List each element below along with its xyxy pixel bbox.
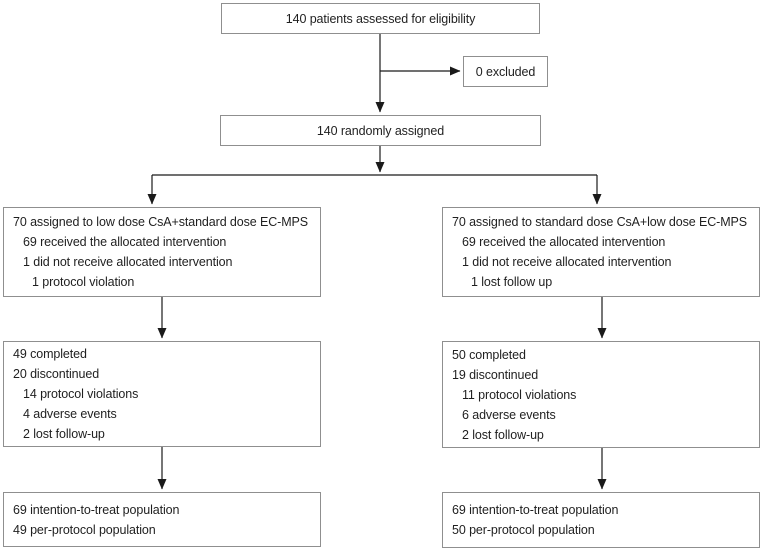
box-line: 1 did not receive allocated intervention <box>23 255 233 269</box>
box-line: 50 per-protocol population <box>452 523 595 537</box>
box-line: 4 adverse events <box>23 407 117 421</box>
allocation-left-box: 70 assigned to low dose CsA+standard dos… <box>3 207 321 297</box>
box-line: 1 lost follow up <box>471 275 553 289</box>
followup-left-box: 49 completed 20 discontinued 14 protocol… <box>3 341 321 447</box>
analysis-right-box: 69 intention-to-treat population 50 per-… <box>442 492 760 548</box>
assessed-text: 140 patients assessed for eligibility <box>285 11 476 26</box>
box-line: 1 did not receive allocated intervention <box>462 255 672 269</box>
randomized-box: 140 randomly assigned <box>220 115 541 146</box>
box-line: 70 assigned to standard dose CsA+low dos… <box>452 215 748 229</box>
box-line: 69 intention-to-treat population <box>13 502 180 517</box>
box-line: 14 protocol violations <box>23 387 139 401</box>
randomized-text: 140 randomly assigned <box>316 123 445 138</box>
excluded-box: 0 excluded <box>463 56 548 87</box>
box-line: 2 lost follow-up <box>462 427 544 442</box>
allocation-right-box: 70 assigned to standard dose CsA+low dos… <box>442 207 760 297</box>
box-line: 19 discontinued <box>452 367 539 382</box>
box-line: 49 completed <box>13 347 87 361</box>
box-line: 70 assigned to low dose CsA+standard dos… <box>13 215 309 229</box>
excluded-text: 0 excluded <box>475 64 536 79</box>
box-line: 6 adverse events <box>462 407 556 422</box>
followup-right-box: 50 completed 19 discontinued 11 protocol… <box>442 341 760 448</box>
box-line: 50 completed <box>452 347 526 362</box>
analysis-left-box: 69 intention-to-treat population 49 per-… <box>3 492 321 547</box>
box-line: 11 protocol violations <box>462 387 577 402</box>
box-line: 20 discontinued <box>13 367 100 381</box>
box-line: 1 protocol violation <box>32 275 135 289</box>
assessed-box: 140 patients assessed for eligibility <box>221 3 540 34</box>
box-line: 69 intention-to-treat population <box>452 503 619 517</box>
box-line: 69 received the allocated intervention <box>462 235 666 249</box>
box-line: 69 received the allocated intervention <box>23 235 227 249</box>
box-line: 2 lost follow-up <box>23 427 105 441</box>
box-line: 49 per-protocol population <box>13 522 156 537</box>
